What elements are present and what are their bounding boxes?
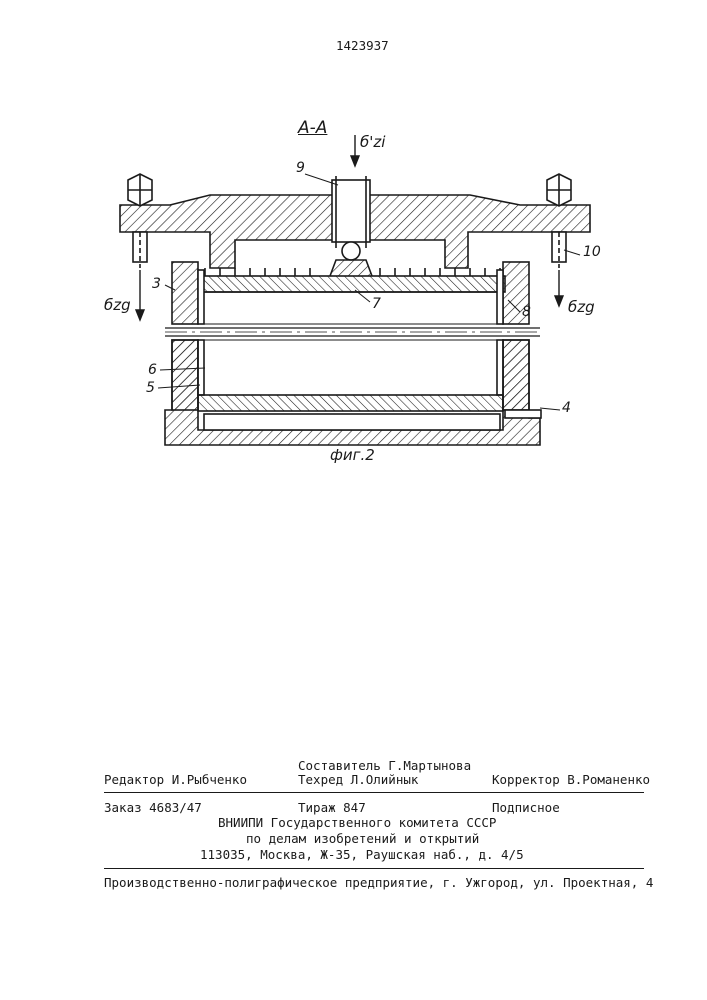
imprint-techred: Техред Л.Олийнык [298,772,418,787]
imprint-editor: Редактор И.Рыбченко [104,772,247,787]
callout-10: 10 [583,244,601,260]
callout-8: 8 [522,304,531,320]
side-wall-left-top [172,262,198,324]
stress-label-right: бzg [568,298,595,316]
imprint-printer: Производственно-полиграфическое предприя… [104,875,653,890]
upper-plate-7 [200,276,505,292]
imprint-subscription: Подписное [492,800,560,815]
imprint-org-line3: 113035, Москва, Ж-35, Раушская наб., д. … [200,847,524,862]
imprint-order: Заказ 4683/47 [104,800,202,815]
inner-liner-right-top [497,270,503,324]
callout-3: 3 [152,276,161,292]
imprint-corrector: Корректор В.Романенко [492,772,650,787]
imprint-circulation: Тираж 847 [298,800,366,815]
inner-liner-left-top [198,270,204,324]
rule-1 [104,792,644,793]
imprint-org-line2: по делам изобретений и открытий [246,831,479,846]
callout-4: 4 [562,400,571,416]
rule-2 [104,868,644,869]
callout-9: 9 [296,160,305,176]
stress-label-top: б'zi [360,133,385,151]
drain-pipe [505,410,541,418]
callout-7: 7 [372,296,381,312]
callout-6: 6 [148,362,157,378]
lower-plate [198,395,503,411]
figure-caption: фиг.2 [330,446,375,464]
imprint-org-line1: ВНИИПИ Государственного комитета СССР [218,815,496,830]
section-label: A-A [298,118,327,138]
stress-label-left: бzg [104,296,131,314]
callout-5: 5 [146,380,155,396]
technical-drawing-fig2 [0,0,707,480]
imprint-compiler: Составитель Г.Мартынова [298,758,471,773]
